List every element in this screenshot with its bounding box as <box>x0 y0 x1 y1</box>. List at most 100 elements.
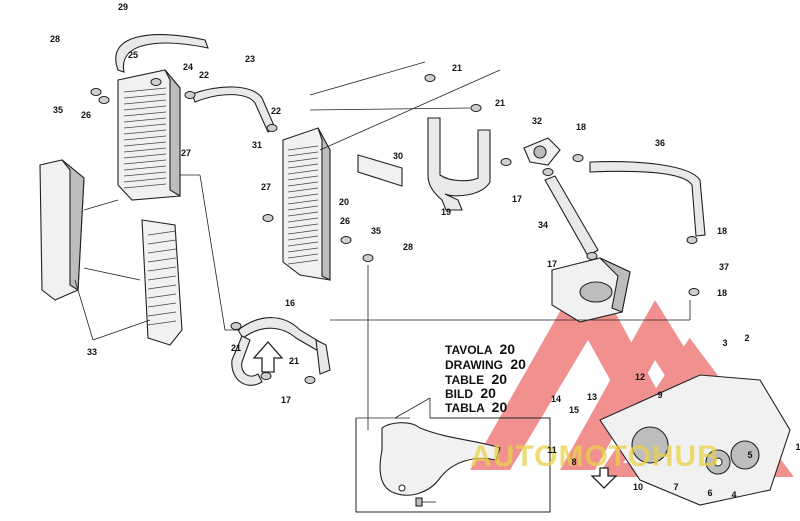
callout-number: 33 <box>87 347 97 357</box>
detail-inset <box>355 397 551 513</box>
callout-number: 22 <box>271 106 281 116</box>
radiator-fin <box>287 205 319 211</box>
leader-lines <box>74 61 691 430</box>
callout-number: 26 <box>340 216 350 226</box>
radiator-fin <box>287 253 319 259</box>
ref-number: 20 <box>491 371 507 387</box>
radiator-fin <box>287 163 319 169</box>
callout-number: 1 <box>795 442 800 452</box>
callout-number: 29 <box>118 2 128 12</box>
callout-number: 35 <box>371 226 381 236</box>
ref-label: TABLA <box>445 401 485 415</box>
hose-clamp <box>150 78 162 86</box>
radiator-fin <box>287 181 319 187</box>
radiator-fin <box>287 247 319 253</box>
callout-number: 15 <box>569 405 579 415</box>
callout-number: 18 <box>717 288 727 298</box>
callout-number: 12 <box>635 372 645 382</box>
radiator-fin <box>287 169 319 175</box>
crankcase-cover <box>599 374 791 506</box>
ref-number: 20 <box>492 399 508 415</box>
callout-number: 21 <box>289 356 299 366</box>
radiator-fin <box>287 151 319 157</box>
callout-number: 37 <box>719 262 729 272</box>
radiator-fin <box>147 257 177 263</box>
thermostat-housing <box>523 137 561 166</box>
radiator-fin <box>147 302 177 308</box>
svg-text:BILD 20: BILD 20 <box>445 385 496 401</box>
hose-clamp <box>340 236 352 244</box>
callout-number: 30 <box>393 151 403 161</box>
callout-number: 7 <box>673 482 678 492</box>
right-radiator <box>282 127 331 281</box>
radiator-fin <box>123 135 167 141</box>
radiator-fin <box>147 239 177 245</box>
hose-clamp <box>424 74 436 82</box>
radiator-fin <box>287 157 319 163</box>
callout-number: 18 <box>576 122 586 132</box>
callout-number: 28 <box>403 242 413 252</box>
radiator-fin <box>147 248 177 254</box>
radiator-fin <box>123 153 167 159</box>
callout-number: 2 <box>744 333 749 343</box>
hose-clamp <box>262 214 274 222</box>
hose-clamp <box>184 91 196 99</box>
callout-number: 22 <box>199 70 209 80</box>
callout-number: 23 <box>245 54 255 64</box>
hose-clamps <box>90 74 700 384</box>
callout-number: 36 <box>655 138 665 148</box>
callout-number: 17 <box>281 395 291 405</box>
callout-number: 35 <box>53 105 63 115</box>
hose-clamp <box>500 158 512 166</box>
hose-clamp <box>304 376 316 384</box>
radiator-fin <box>287 223 319 229</box>
hose-clamp <box>98 96 110 104</box>
radiator-fin <box>147 284 177 290</box>
callout-number: 20 <box>339 197 349 207</box>
ref-label: TAVOLA <box>445 343 493 357</box>
radiator-fin <box>123 177 167 183</box>
left-radiator-grille <box>141 219 183 346</box>
radiator-fin <box>287 241 319 247</box>
callout-number: 16 <box>285 298 295 308</box>
callout-number: 13 <box>587 392 597 402</box>
radiator-fin <box>123 183 167 189</box>
ref-number: 20 <box>480 385 496 401</box>
radiator-fin <box>123 99 167 105</box>
left-radiator <box>117 69 181 201</box>
radiator-fin <box>287 175 319 181</box>
callout-number: 32 <box>532 116 542 126</box>
radiator-fin <box>123 111 167 117</box>
ref-number: 20 <box>499 341 515 357</box>
callout-number: 3 <box>722 338 727 348</box>
callout-number: 27 <box>261 182 271 192</box>
hose-clamp <box>90 88 102 96</box>
callout-number: 18 <box>717 226 727 236</box>
water-pump-impeller <box>705 449 731 475</box>
ref-label: BILD <box>445 387 473 401</box>
callout-number: 27 <box>181 148 191 158</box>
svg-text:TABLE 20: TABLE 20 <box>445 371 507 387</box>
flow-arrow-up <box>252 341 284 373</box>
lower-radiator-hose <box>231 317 331 386</box>
callout-number: 8 <box>571 457 576 467</box>
ref-label: TABLE <box>445 373 484 387</box>
hose-clamp <box>686 236 698 244</box>
callout-number: 6 <box>707 488 712 498</box>
radiator-fin <box>147 311 177 317</box>
callout-number: 17 <box>512 194 522 204</box>
svg-text:TABLA 20: TABLA 20 <box>445 399 507 415</box>
radiator-fin <box>287 187 319 193</box>
hose-clamp <box>260 372 272 380</box>
callout-number: 14 <box>551 394 561 404</box>
hose-clamp <box>572 154 584 162</box>
hose-clamp <box>586 252 598 260</box>
radiator-fin <box>123 87 167 93</box>
radiator-fin <box>147 293 177 299</box>
cylinder-head <box>551 257 631 323</box>
hose-36 <box>589 161 706 237</box>
radiator-fin <box>147 230 177 236</box>
callout-number: 19 <box>441 207 451 217</box>
